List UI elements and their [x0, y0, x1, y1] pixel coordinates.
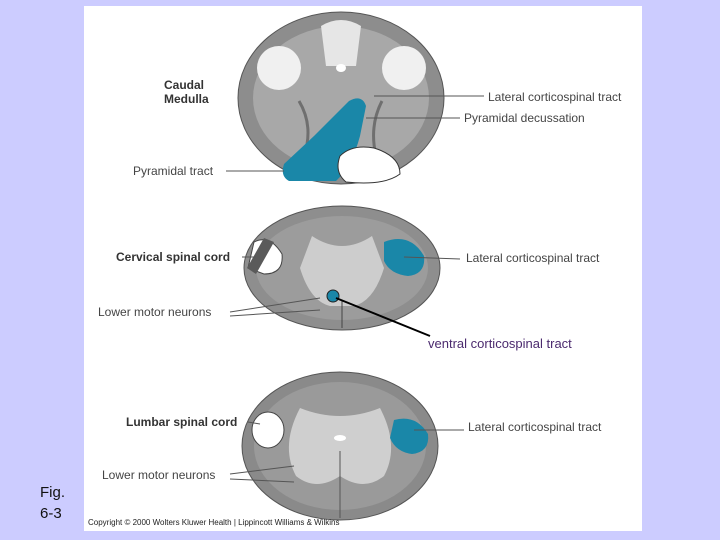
ventral-cst-pointer — [335, 297, 431, 337]
figure-plate: Caudal Medulla Lateral corticospinal tra… — [84, 6, 642, 531]
leader-lines — [226, 95, 484, 483]
medulla-lateral-cst-label: Lateral corticospinal tract — [488, 90, 622, 104]
cervical-lower-motor-neurons-label: Lower motor neurons — [98, 305, 212, 319]
cervical-lateral-cst-highlight — [384, 239, 425, 276]
spinal-cord-illustration — [226, 11, 484, 521]
caudal-medulla-title-line2: Medulla — [164, 92, 209, 106]
cervical-ventral-cst-highlight — [326, 289, 340, 303]
figure-label-line1: Fig. — [40, 484, 66, 501]
caudal-medulla-section — [237, 11, 445, 185]
cervical-title: Cervical spinal cord — [116, 250, 231, 264]
lumbar-section — [241, 371, 439, 521]
copyright-notice: Copyright © 2000 Wolters Kluwer Health |… — [88, 518, 340, 527]
pyramidal-decussation-label: Pyramidal decussation — [464, 111, 585, 125]
lumbar-lateral-cst-highlight — [390, 418, 429, 454]
caudal-medulla-title-line1: Caudal — [164, 78, 205, 92]
cervical-section — [243, 205, 441, 331]
lumbar-lateral-cst-label: Lateral corticospinal tract — [468, 420, 602, 434]
lumbar-title: Lumbar spinal cord — [126, 415, 238, 429]
pyramidal-tract-label: Pyramidal tract — [133, 164, 214, 178]
lumbar-lower-motor-neurons-label: Lower motor neurons — [102, 468, 216, 482]
cervical-lateral-cst-label: Lateral corticospinal tract — [466, 251, 600, 265]
ventral-cst-annotation: ventral corticospinal tract — [428, 336, 572, 351]
figure-caption: Fig. 6-3 — [40, 482, 65, 524]
figure-label-line2: 6-3 — [40, 505, 62, 522]
